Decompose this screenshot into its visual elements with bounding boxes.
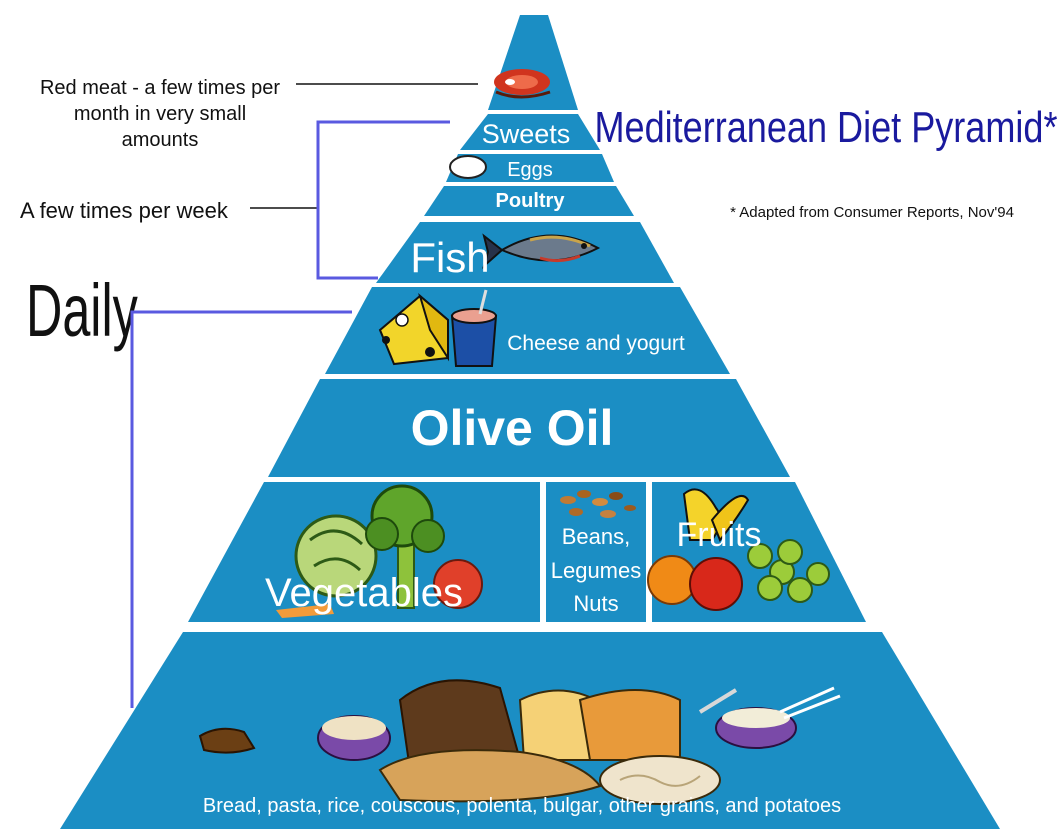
weekly-bracket xyxy=(316,120,450,280)
bread-icon xyxy=(198,679,841,805)
beans-label-line1: Beans, xyxy=(562,524,631,549)
egg-icon xyxy=(449,155,487,179)
fish-label: Fish xyxy=(410,234,489,281)
daily-frequency-label: Daily xyxy=(26,271,138,353)
beans-label-line3: Nuts xyxy=(573,591,618,616)
tier-poultry xyxy=(424,186,634,216)
red-meat-frequency-line1: Red meat - a few times per xyxy=(40,77,280,99)
weekly-frequency-label: A few times per week xyxy=(20,198,229,223)
eggs-label: Eggs xyxy=(507,159,553,181)
footnote: * Adapted from Consumer Reports, Nov'94 xyxy=(730,204,1014,221)
fruits-icon xyxy=(647,488,830,611)
dairy-label: Cheese and yogurt xyxy=(507,332,685,355)
daily-bracket xyxy=(130,310,352,708)
fruits-label: Fruits xyxy=(677,516,762,554)
yogurt-icon xyxy=(450,289,498,367)
cheese-icon xyxy=(378,293,449,366)
red-meat-frequency-line2: month in very small xyxy=(74,103,246,125)
grains-label: Bread, pasta, rice, couscous, polenta, b… xyxy=(203,795,841,817)
beans-label-line2: Legumes xyxy=(551,558,642,583)
tier-sweets xyxy=(460,114,600,150)
fish-icon xyxy=(482,233,601,270)
tier-olive-oil xyxy=(268,379,790,477)
olive-oil-label: Olive Oil xyxy=(411,400,614,456)
vegetables-label: Vegetables xyxy=(265,571,463,615)
red-meat-frequency-line3: amounts xyxy=(122,129,199,151)
meat-icon xyxy=(494,69,551,99)
beans-icon xyxy=(560,490,636,518)
tier-eggs xyxy=(446,154,614,182)
page-title: Mediterranean Diet Pyramid* xyxy=(594,103,1057,152)
poultry-label: Poultry xyxy=(496,190,566,212)
sweets-label: Sweets xyxy=(482,119,571,149)
vegetables-icon xyxy=(276,484,483,618)
